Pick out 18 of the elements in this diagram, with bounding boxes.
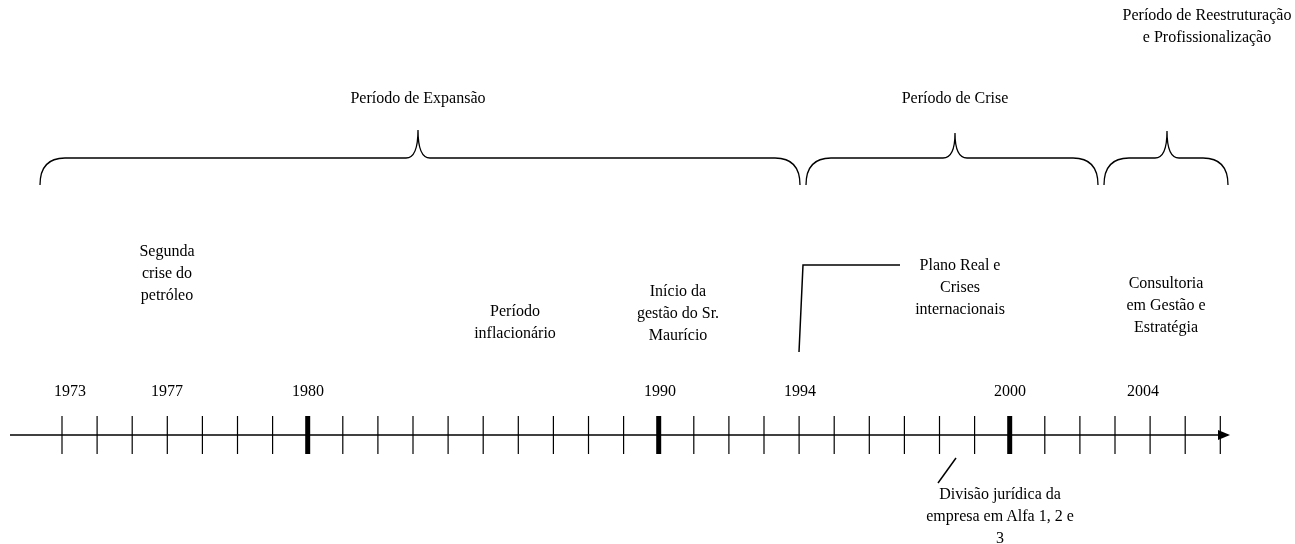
year-label: 1980 <box>291 381 325 401</box>
year-label: 1990 <box>643 381 677 401</box>
event-label: Início da gestão do Sr. Maurício <box>635 281 721 345</box>
event-label: Divisão jurídica da empresa em Alfa 1, 2 e 3 <box>925 484 1075 544</box>
event-label: Período inflacionário <box>473 301 557 343</box>
year-label: 1977 <box>150 381 184 401</box>
leader-line <box>937 457 957 484</box>
year-label: 1973 <box>53 381 87 401</box>
event-label: Plano Real e Crises internacionais <box>914 255 1006 319</box>
event-label: Consultoria em Gestão e Estratégia <box>1125 273 1207 338</box>
event-label: Segunda crise do petróleo <box>138 241 196 306</box>
year-label: 2000 <box>993 381 1027 401</box>
year-label: 2004 <box>1126 381 1160 401</box>
period-label: Período de Reestruturação e Profissionalização <box>1121 5 1293 48</box>
leader-line <box>798 264 901 353</box>
period-label: Período de Crise <box>900 88 1010 108</box>
period-label: Período de Expansão <box>349 88 487 109</box>
year-label: 1994 <box>783 381 817 401</box>
